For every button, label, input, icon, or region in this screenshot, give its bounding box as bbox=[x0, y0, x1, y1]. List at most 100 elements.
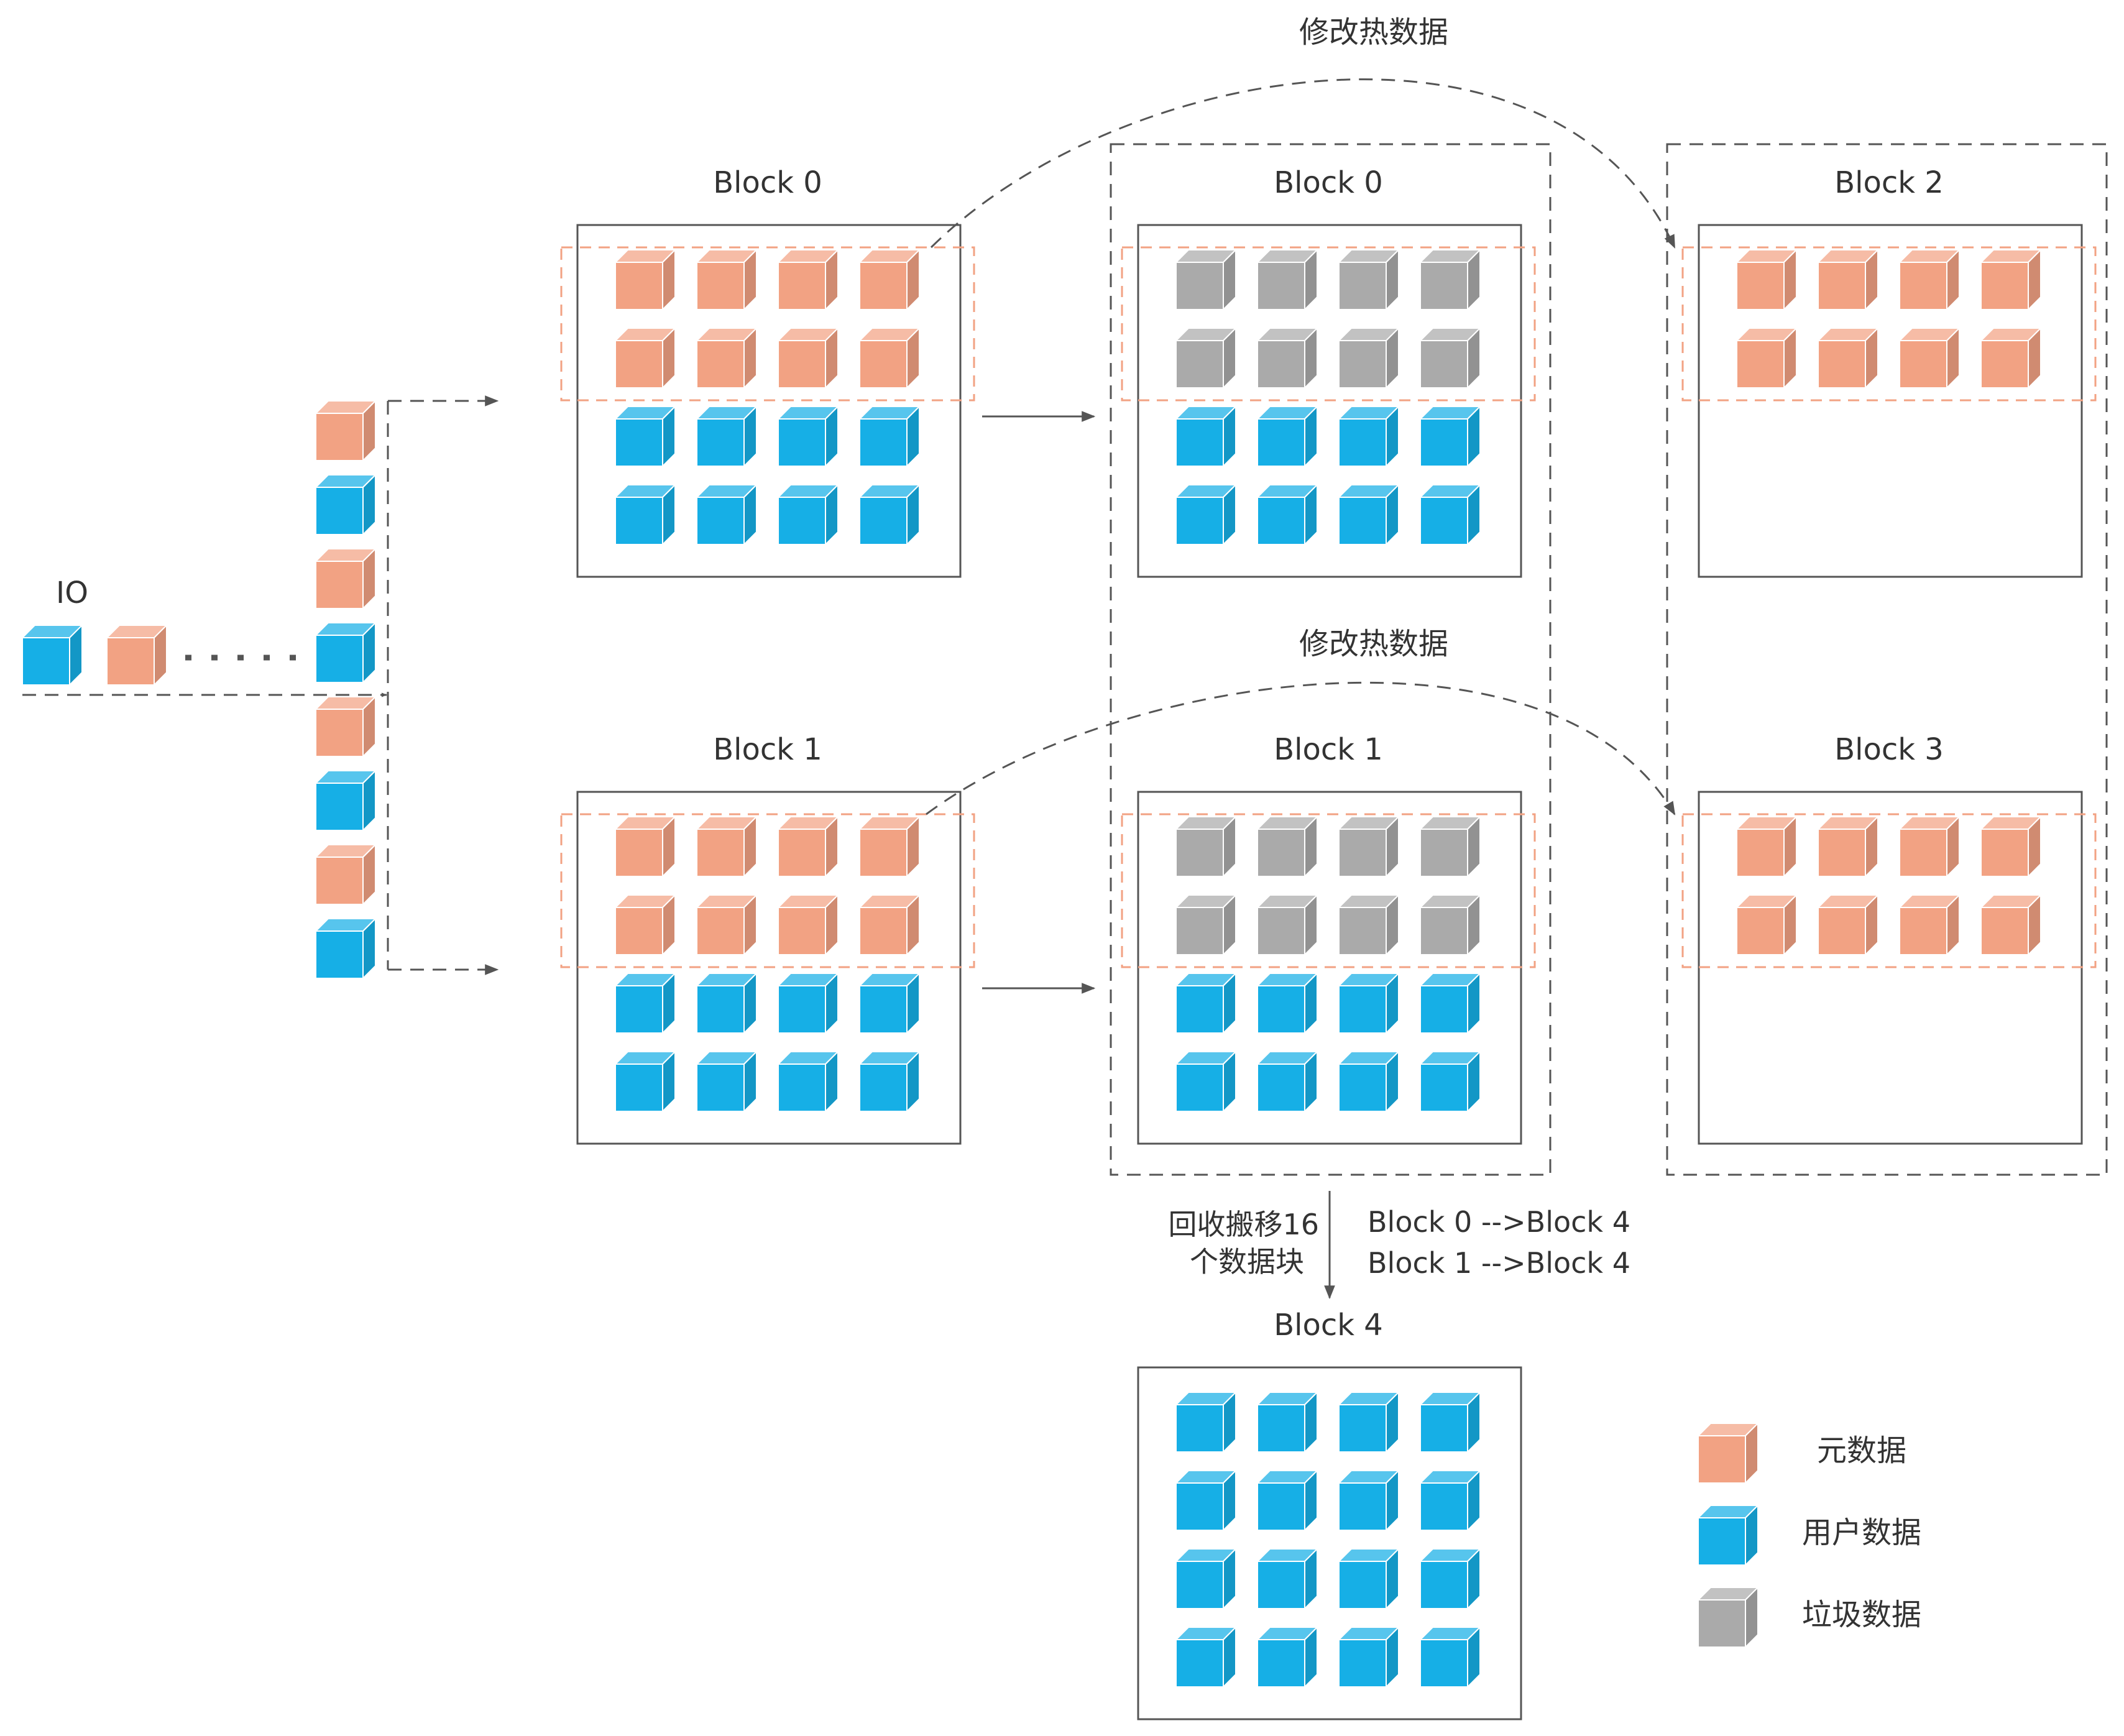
cube-user bbox=[1420, 1392, 1481, 1453]
cube-meta bbox=[1980, 894, 2041, 955]
cube-meta bbox=[1736, 894, 1797, 955]
cube-user bbox=[1175, 1051, 1236, 1112]
cube-user bbox=[696, 406, 757, 467]
cube-user bbox=[778, 406, 839, 467]
cube-meta bbox=[778, 249, 839, 310]
cube-user bbox=[1338, 1627, 1399, 1688]
block-label-mid0: Block 0 bbox=[1274, 165, 1383, 200]
cube-user bbox=[859, 1051, 920, 1112]
legend-label-user: 用户数据 bbox=[1802, 1515, 1921, 1550]
cube-garbage bbox=[1420, 328, 1481, 388]
cube-user bbox=[1175, 484, 1236, 545]
cube-user bbox=[1338, 406, 1399, 467]
cube-meta bbox=[1736, 328, 1797, 388]
cube-user bbox=[778, 484, 839, 545]
legend-label-garbage: 垃圾数据 bbox=[1802, 1597, 1921, 1632]
hot-data-label-top: 修改热数据 bbox=[1299, 15, 1448, 50]
cube-meta bbox=[778, 328, 839, 388]
block-label-b4: Block 4 bbox=[1274, 1308, 1383, 1343]
cube-meta bbox=[615, 249, 676, 310]
cube-meta bbox=[615, 894, 676, 955]
cube-user bbox=[859, 973, 920, 1034]
cube-user bbox=[1257, 1392, 1318, 1453]
cube-meta bbox=[696, 249, 757, 310]
cube-user bbox=[1338, 1548, 1399, 1609]
cube-garbage bbox=[1338, 328, 1399, 388]
cube-meta bbox=[1899, 894, 1960, 955]
cube-user bbox=[859, 484, 920, 545]
stream-cube-meta bbox=[315, 548, 376, 609]
cube-user bbox=[1257, 1470, 1318, 1531]
legend-icon-user bbox=[1698, 1505, 1759, 1566]
cube-user bbox=[1257, 973, 1318, 1034]
cube-user bbox=[778, 973, 839, 1034]
cube-garbage bbox=[1175, 328, 1236, 388]
cube-user bbox=[1257, 1051, 1318, 1112]
hot-data-label-bottom: 修改热数据 bbox=[1299, 627, 1448, 661]
stream-cube-user bbox=[315, 622, 376, 683]
cube-meta bbox=[859, 894, 920, 955]
cube-meta bbox=[1899, 328, 1960, 388]
cube-user bbox=[1338, 973, 1399, 1034]
io-label: IO bbox=[56, 576, 88, 610]
cube-garbage bbox=[1338, 249, 1399, 310]
block-label-b2: Block 2 bbox=[1834, 165, 1944, 200]
cube-user bbox=[1420, 484, 1481, 545]
cube-meta bbox=[1818, 816, 1878, 877]
cube-user bbox=[1175, 1470, 1236, 1531]
cube-garbage bbox=[1175, 816, 1236, 877]
cube-garbage bbox=[1420, 249, 1481, 310]
cube-garbage bbox=[1175, 894, 1236, 955]
cube-user bbox=[1338, 1470, 1399, 1531]
cube-user bbox=[1420, 1627, 1481, 1688]
cube-meta bbox=[1980, 249, 2041, 310]
cube-garbage bbox=[1338, 816, 1399, 877]
cube-user bbox=[696, 484, 757, 545]
cube-user bbox=[1175, 406, 1236, 467]
stream-cube-meta bbox=[315, 696, 376, 757]
cube-meta bbox=[1818, 249, 1878, 310]
hot-data-curve-bottom bbox=[926, 681, 1676, 815]
stream-cube-user bbox=[315, 770, 376, 831]
hot-highlight-mid1 bbox=[1121, 813, 1536, 968]
cube-meta bbox=[1980, 816, 2041, 877]
legend: 元数据 用户数据 垃圾数据 bbox=[1802, 1433, 1921, 1632]
stream-cube-user bbox=[315, 474, 376, 535]
cube-user bbox=[615, 1051, 676, 1112]
gc-label-line1: 回收搬移16 bbox=[1168, 1208, 1319, 1241]
stream-cube-meta bbox=[315, 844, 376, 905]
move-label-2: Block 1 -->Block 4 bbox=[1368, 1246, 1630, 1280]
cube-garbage bbox=[1257, 894, 1318, 955]
cube-meta bbox=[615, 816, 676, 877]
block-label-b3: Block 3 bbox=[1834, 732, 1944, 767]
cube-user bbox=[859, 406, 920, 467]
cube-user bbox=[615, 406, 676, 467]
cube-meta bbox=[696, 816, 757, 877]
cube-user bbox=[1257, 1627, 1318, 1688]
cube-user bbox=[1175, 1627, 1236, 1688]
middle-group-frame bbox=[1110, 143, 1552, 1176]
io-cube-user bbox=[22, 625, 83, 686]
cube-meta bbox=[696, 894, 757, 955]
cube-user bbox=[1420, 1548, 1481, 1609]
cube-user bbox=[1175, 1548, 1236, 1609]
cube-meta bbox=[615, 328, 676, 388]
cube-user bbox=[1420, 406, 1481, 467]
cube-meta bbox=[1736, 816, 1797, 877]
cube-user bbox=[696, 973, 757, 1034]
gc-label-line2: 个数据块 bbox=[1190, 1245, 1304, 1279]
stream-cube-meta bbox=[315, 400, 376, 461]
cube-garbage bbox=[1257, 328, 1318, 388]
cube-meta bbox=[1899, 816, 1960, 877]
cube-meta bbox=[859, 249, 920, 310]
cube-garbage bbox=[1338, 894, 1399, 955]
legend-icon-meta bbox=[1698, 1423, 1759, 1484]
cube-garbage bbox=[1257, 249, 1318, 310]
cube-user bbox=[1175, 1392, 1236, 1453]
block-label-src0: Block 0 bbox=[713, 165, 822, 200]
cube-user bbox=[1420, 1051, 1481, 1112]
cube-meta bbox=[1736, 249, 1797, 310]
hot-highlight-b2 bbox=[1681, 246, 2097, 402]
cube-user bbox=[615, 484, 676, 545]
